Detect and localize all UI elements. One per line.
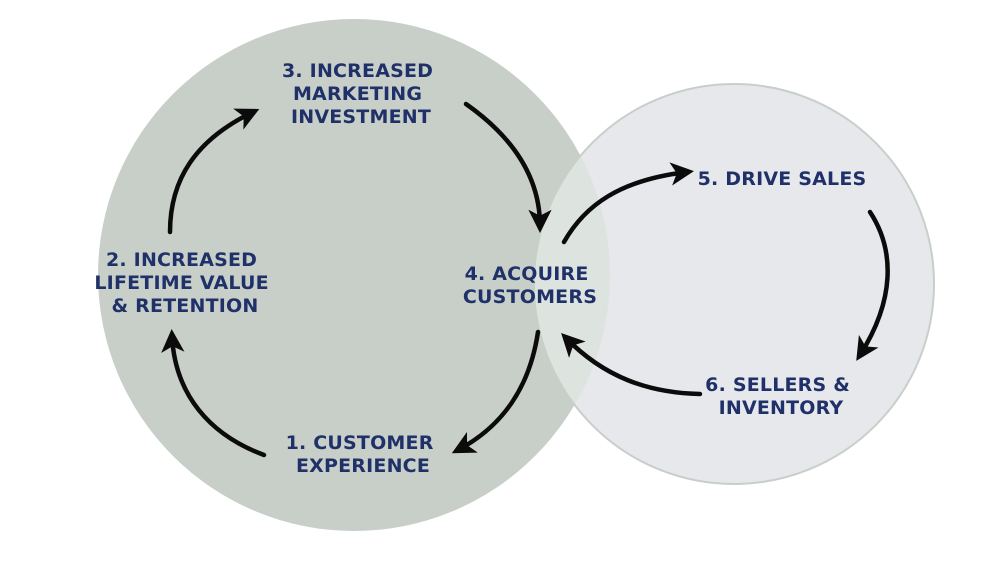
node-step2-label: 2. INCREASED LIFETIME VALUE & RETENTION (94, 249, 275, 317)
node-step3-label: 3. INCREASED MARKETING INVESTMENT (282, 60, 440, 128)
arrow-step6-to-step4 (561, 332, 703, 397)
arrow-step3-to-step4 (463, 101, 552, 234)
left-loop-circle (98, 19, 610, 531)
node-step5-line: 5. DRIVE SALES (698, 168, 867, 190)
arrow-step4-to-step1 (451, 329, 541, 454)
node-step1-line: 1. CUSTOMER (286, 432, 434, 454)
node-step2-line: & RETENTION (112, 295, 259, 317)
node-step4-line: CUSTOMERS (463, 286, 597, 308)
node-step6-label: 6. SELLERS & INVENTORY (705, 374, 857, 419)
node-step4-label: 4. ACQUIRE CUSTOMERS (463, 263, 597, 308)
node-step3-line: MARKETING (293, 83, 422, 105)
node-step6-line: INVENTORY (719, 397, 844, 419)
node-step4-line: 4. ACQUIRE (465, 263, 589, 285)
node-step6-line: 6. SELLERS & (705, 374, 850, 396)
arrow-step1-to-step2 (161, 328, 267, 458)
node-step3-line: INVESTMENT (291, 106, 431, 128)
arrow-step2-to-step3 (167, 108, 260, 235)
arrow-step5-to-step6 (856, 209, 890, 361)
node-step1-label: 1. CUSTOMER EXPERIENCE (286, 432, 441, 477)
arrow-step4-to-step5 (561, 162, 694, 245)
node-step3-line: 3. INCREASED (282, 60, 433, 82)
node-step2-line: 2. INCREASED (106, 249, 257, 271)
node-step5-label: 5. DRIVE SALES (698, 168, 867, 190)
node-step1-line: EXPERIENCE (296, 455, 430, 477)
node-step2-line: LIFETIME VALUE (94, 272, 268, 294)
